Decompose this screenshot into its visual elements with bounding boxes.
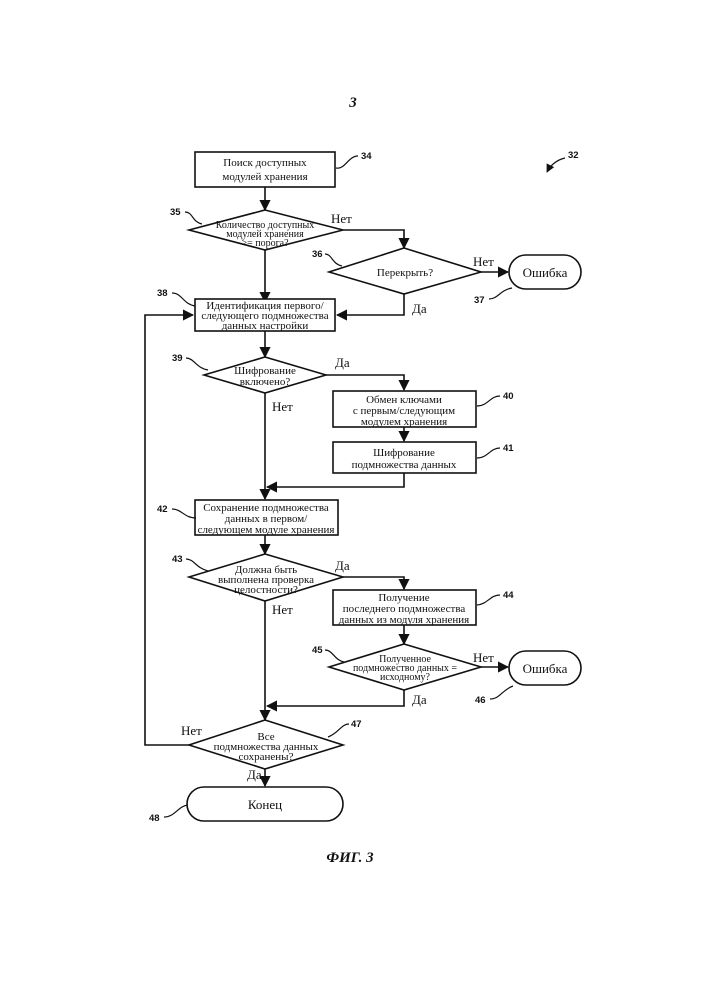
- edge-label-39-no: Нет: [272, 399, 293, 414]
- page-number: 3: [348, 95, 357, 111]
- node-41-line-2: подмножества данных: [352, 459, 457, 471]
- node-39-line-2: включено?: [240, 376, 291, 388]
- ref-37: 37: [474, 295, 485, 306]
- leader-48: [164, 805, 188, 817]
- leader-47: [328, 724, 349, 737]
- edge-label-35-no: Нет: [331, 211, 352, 226]
- node-44-line-3: данных из модуля хранения: [339, 614, 469, 626]
- node-36-override-decision: Перекрыть?: [329, 248, 481, 294]
- leader-40: [477, 396, 500, 406]
- figure-reference-arrow: [547, 158, 565, 172]
- node-37-line-1: Ошибка: [523, 265, 568, 280]
- node-46-line-1: Ошибка: [523, 661, 568, 676]
- edge-label-45-yes: Да: [412, 692, 427, 707]
- node-45-compare-decision: Полученное подмножество данных = исходно…: [329, 644, 481, 690]
- node-47-line-3: сохранены?: [239, 751, 294, 763]
- node-42-store-subset: Сохранение подмножества данных в первом/…: [195, 500, 338, 536]
- edge-label-36-no: Нет: [473, 254, 494, 269]
- leader-46: [490, 686, 513, 699]
- ref-41: 41: [503, 443, 514, 454]
- node-36-line-1: Перекрыть?: [377, 267, 433, 279]
- leader-39: [186, 358, 208, 370]
- node-40-key-exchange: Обмен ключами с первым/следующим модулем…: [333, 391, 476, 428]
- node-46-error-terminator: Ошибка: [509, 651, 581, 685]
- node-41-encrypt-subset: Шифрование подмножества данных: [333, 442, 476, 473]
- ref-45: 45: [312, 645, 323, 656]
- node-42-line-3: следующем модуле хранения: [198, 524, 335, 536]
- node-37-error-terminator: Ошибка: [509, 255, 581, 289]
- leader-44: [477, 595, 500, 605]
- figure-reference-number: 32: [568, 150, 579, 161]
- node-38-line-3: данных настройки: [222, 320, 309, 332]
- leader-34: [336, 156, 358, 168]
- node-44-retrieve-subset: Получение последнего подмножества данных…: [333, 590, 476, 626]
- ref-34: 34: [361, 151, 372, 162]
- figure-caption: ФИГ. 3: [326, 850, 374, 866]
- edge-label-39-yes: Да: [335, 355, 350, 370]
- leader-35: [185, 212, 202, 224]
- node-40-line-3: модулем хранения: [361, 416, 447, 428]
- edge-label-45-no: Нет: [473, 650, 494, 665]
- node-38-identify-subset: Идентификация первого/ следующего подмно…: [195, 299, 335, 332]
- leader-42: [172, 509, 196, 518]
- leader-38: [172, 293, 195, 306]
- ref-48: 48: [149, 813, 160, 824]
- node-34-line-2: модулей хранения: [222, 171, 307, 183]
- node-43-line-3: целостности?: [234, 584, 298, 596]
- node-35-threshold-decision: Количество доступных модулей хранения >=…: [189, 210, 343, 250]
- node-48-end-terminator: Конец: [187, 787, 343, 821]
- node-43-integrity-decision: Должна быть выполнена проверка целостнос…: [189, 554, 343, 601]
- ref-47: 47: [351, 719, 362, 730]
- node-45-line-3: исходному?: [380, 672, 431, 683]
- leader-36: [325, 254, 342, 266]
- node-47-all-stored-decision: Все подмножества данных сохранены?: [189, 720, 343, 769]
- ref-42: 42: [157, 504, 168, 515]
- ref-36: 36: [312, 249, 323, 260]
- ref-40: 40: [503, 391, 514, 402]
- edge-label-47-yes: Да: [247, 767, 262, 782]
- leader-43: [186, 559, 208, 571]
- ref-43: 43: [172, 554, 183, 565]
- ref-38: 38: [157, 288, 168, 299]
- edge-label-47-no: Нет: [181, 723, 202, 738]
- ref-35: 35: [170, 207, 181, 218]
- leader-41: [477, 448, 500, 458]
- node-35-line-3: >= порога?: [241, 238, 289, 249]
- ref-44: 44: [503, 590, 514, 601]
- ref-46: 46: [475, 695, 486, 706]
- node-34-line-1: Поиск доступных: [223, 157, 307, 169]
- leader-37: [489, 288, 512, 299]
- ref-39: 39: [172, 353, 183, 364]
- node-41-line-1: Шифрование: [373, 447, 435, 459]
- node-39-encryption-decision: Шифрование включено?: [204, 357, 326, 393]
- edge-label-43-yes: Да: [335, 558, 350, 573]
- node-34-search-storage: Поиск доступных модулей хранения: [195, 152, 335, 187]
- leader-45: [325, 650, 344, 662]
- node-48-line-1: Конец: [248, 797, 282, 812]
- edge-label-43-no: Нет: [272, 602, 293, 617]
- edge-label-36-yes: Да: [412, 301, 427, 316]
